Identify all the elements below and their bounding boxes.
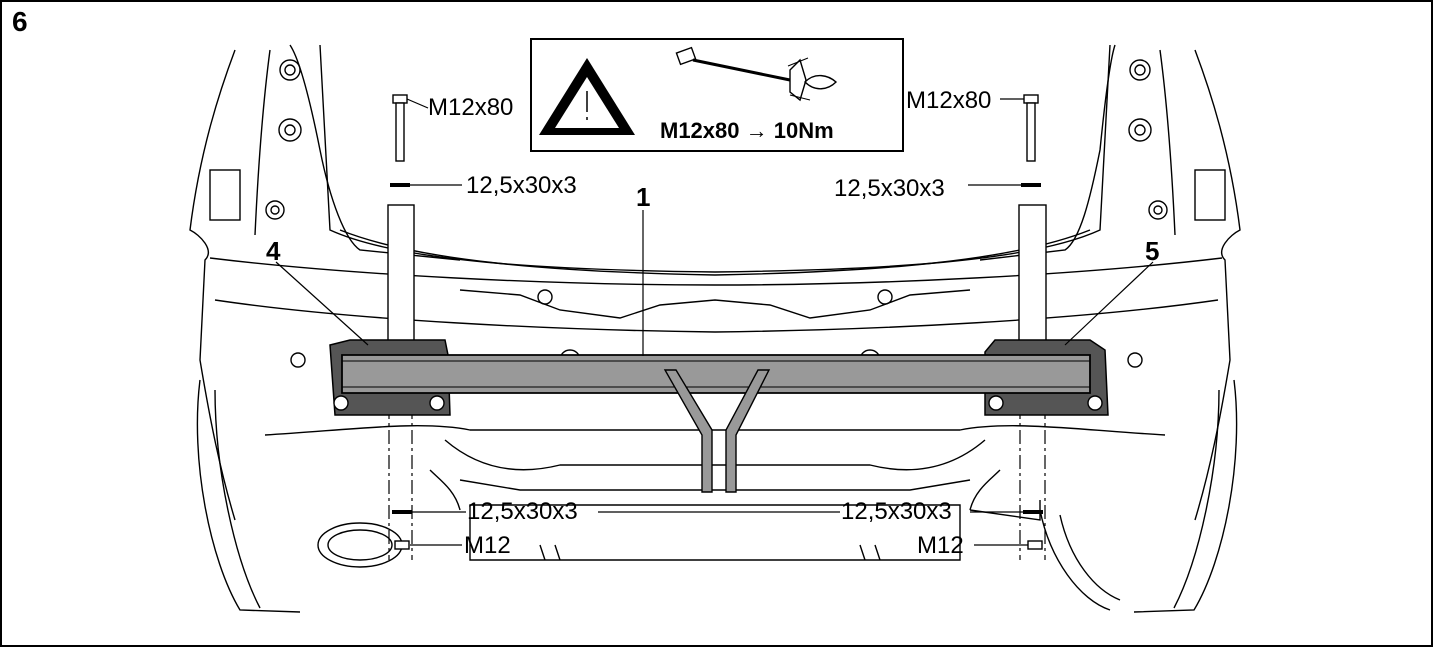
nut-label-left: M12 bbox=[464, 532, 511, 559]
tow-neck bbox=[663, 369, 771, 493]
washer-label-bottom-right: 12,5x30x3 bbox=[841, 498, 952, 525]
bolt-label-right: M12x80 bbox=[906, 87, 992, 114]
leader-lines bbox=[275, 98, 1154, 546]
washer-label-top-right: 12,5x30x3 bbox=[834, 175, 945, 202]
callout-4: 4 bbox=[266, 236, 281, 266]
bolt-left-drawing bbox=[392, 94, 408, 162]
vehicle-rear-drawing bbox=[189, 44, 1241, 613]
sleeve-outlines bbox=[387, 204, 1047, 346]
warning-triangle-icon bbox=[539, 58, 635, 135]
callout-5: 5 bbox=[1145, 236, 1160, 266]
bolt-label-left: M12x80 bbox=[428, 94, 514, 121]
washer-label-bottom-left: 12,5x30x3 bbox=[467, 498, 578, 525]
callout-1: 1 bbox=[636, 182, 651, 212]
step-number: 6 bbox=[12, 6, 28, 37]
bolt-right-drawing bbox=[1023, 94, 1039, 162]
warning-box bbox=[530, 38, 904, 152]
nut-label-right: M12 bbox=[917, 532, 964, 559]
washer-shapes bbox=[390, 183, 1043, 514]
torque-spec-label: M12x80 → 10Nm bbox=[660, 118, 834, 143]
washer-label-top-left: 12,5x30x3 bbox=[466, 172, 577, 199]
torque-wrench-icon bbox=[675, 46, 838, 102]
crossbar bbox=[341, 354, 1091, 394]
